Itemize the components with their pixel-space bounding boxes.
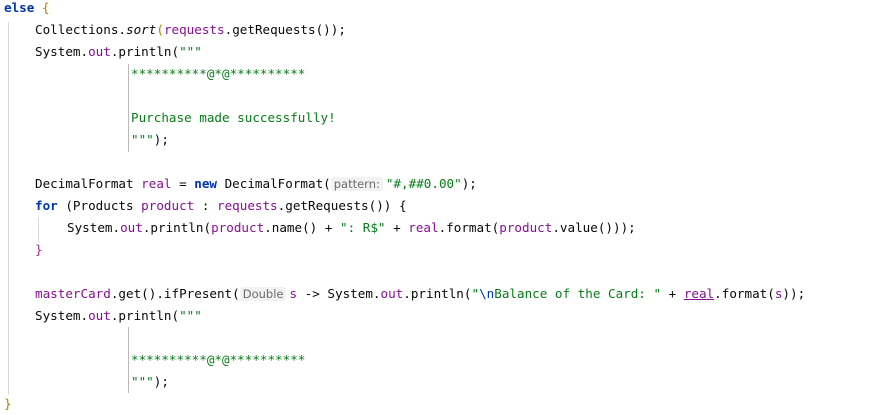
field-out: out [120, 220, 143, 235]
paren: ( [156, 22, 164, 37]
code-line-stars-2[interactable]: **********@*@********** [131, 349, 305, 371]
var-product: product [141, 198, 195, 213]
indent-guide-outer [8, 22, 9, 394]
code-token: DecimalFormat [35, 176, 142, 191]
keyword-for: for [35, 198, 58, 213]
code-line-decimalformat[interactable]: DecimalFormat real = new DecimalFormat(p… [35, 173, 477, 195]
code-token: .format( [714, 286, 775, 301]
code-line-println-2[interactable]: System.out.println(""" [35, 305, 202, 327]
code-line-println-product[interactable]: System.out.println(product.name() + ": R… [67, 217, 636, 239]
code-token: DecimalFormat( [217, 176, 331, 191]
text-block-bar-1 [128, 64, 129, 152]
code-token: : [194, 198, 217, 213]
field-out: out [88, 308, 111, 323]
code-line-stars-1[interactable]: **********@*@********** [131, 63, 305, 85]
keyword-else: else [4, 0, 35, 15]
field-out: out [88, 44, 111, 59]
var-requests: requests [163, 22, 225, 37]
code-line-purchase[interactable]: Purchase made successfully! [131, 107, 336, 129]
code-token: .format( [438, 220, 500, 235]
var-product: product [499, 220, 553, 235]
string-literal: "#,##0.00" [385, 176, 462, 191]
var-real: real [141, 176, 172, 191]
string-literal: """ [131, 132, 154, 147]
param-s: s [289, 286, 298, 301]
code-token: ); [461, 176, 477, 191]
code-token: ); [330, 22, 346, 37]
code-token: .getRequests()) { [277, 198, 407, 213]
string-literal: **********@*@********** [131, 352, 306, 367]
code-line-else[interactable]: else { [4, 0, 50, 19]
code-token: (Products [57, 198, 142, 213]
string-literal: """ [131, 374, 154, 389]
var-real: real [408, 220, 439, 235]
method-sort: sort [126, 22, 157, 37]
code-token: .println( [403, 286, 472, 301]
code-token: .value())); [552, 220, 636, 235]
code-token: .println( [110, 308, 180, 323]
brace-open: { [41, 0, 50, 15]
string-literal: ": R$" [339, 220, 386, 235]
code-token: ); [153, 374, 169, 389]
string-literal: " [471, 286, 480, 301]
param-s: s [774, 286, 783, 301]
code-token: Collections. [35, 22, 126, 37]
code-line-for[interactable]: for (Products product : requests.getRequ… [35, 195, 407, 217]
var-real: real [683, 286, 715, 301]
code-token: -> System. [297, 286, 381, 301]
var-product: product [211, 220, 265, 235]
parameter-hint: pattern: [330, 177, 383, 191]
code-token: + [661, 286, 684, 301]
string-literal: **********@*@********** [131, 66, 306, 81]
code-line-println-1[interactable]: System.out.println(""" [35, 41, 202, 63]
type-hint: Double [239, 287, 287, 301]
code-line-sort[interactable]: Collections.sort(requests.getRequests())… [35, 19, 346, 41]
code-token: = [171, 176, 195, 191]
string-literal: Balance of the Card: " [494, 286, 662, 301]
text-block-bar-2 [128, 327, 129, 393]
code-token: System. [35, 308, 89, 323]
var-requests: requests [216, 198, 278, 213]
code-token: .get().ifPresent( [110, 286, 240, 301]
keyword-new: new [194, 176, 217, 191]
code-token: ); [153, 132, 169, 147]
code-line-for-close[interactable]: } [35, 239, 43, 261]
var-mastercard: masterCard [35, 286, 111, 301]
escape-sequence: \n [479, 286, 495, 301]
code-line-close-text-2[interactable]: """); [131, 371, 169, 393]
string-literal: """ [179, 44, 202, 59]
code-line-close-text-1[interactable]: """); [131, 129, 169, 151]
code-token: System. [35, 44, 89, 59]
code-token: .getRequests() [224, 22, 331, 37]
field-out: out [380, 286, 404, 301]
string-literal: Purchase made successfully! [131, 110, 336, 125]
code-token: System. [67, 220, 121, 235]
code-token: .println( [142, 220, 212, 235]
code-line-else-close[interactable]: } [4, 393, 12, 415]
code-token: .name() + [264, 220, 340, 235]
code-token: )); [782, 286, 806, 301]
indent-guide-for-body [38, 217, 39, 243]
code-token: .println( [110, 44, 180, 59]
code-token: + [385, 220, 409, 235]
brace-close: } [35, 242, 43, 257]
string-literal: """ [179, 308, 202, 323]
